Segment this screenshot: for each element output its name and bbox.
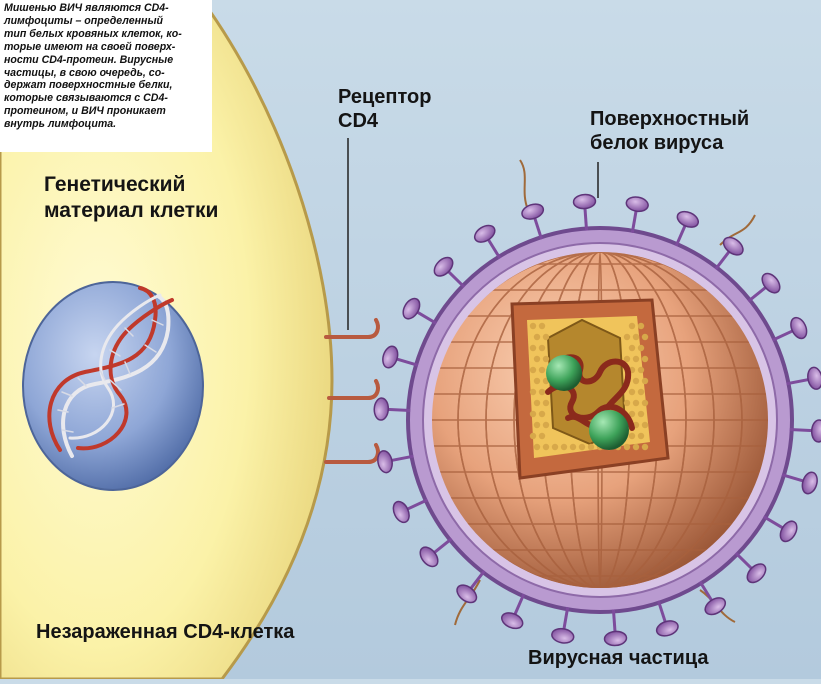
surface-protein-spike (786, 366, 821, 390)
surface-protein-spike (781, 471, 818, 495)
surface-protein-spike (419, 537, 453, 568)
surface-protein-spike (747, 272, 781, 303)
surface-protein-spike (456, 569, 486, 604)
cd4-receptor-1 (324, 318, 380, 339)
surface-protein-label: Поверхностный белок вируса (590, 108, 750, 155)
green-enzyme-sphere-1 (546, 355, 582, 391)
green-enzyme-sphere-2 (589, 410, 629, 450)
virus-particle-label: Вирусная частица (528, 647, 709, 669)
surface-protein-spike (789, 419, 821, 443)
surface-protein-spike (392, 498, 429, 524)
surface-protein-spike (655, 600, 679, 637)
surface-protein-spike (603, 609, 628, 647)
genetic-material-label: Генетический материал клетки (44, 173, 219, 222)
surface-protein-spike (762, 515, 798, 543)
surface-protein-spike (500, 593, 526, 630)
cd4-receptor-2 (327, 379, 380, 400)
surface-protein-spikes (373, 193, 821, 647)
cd4-receptors (324, 318, 380, 464)
info-text: Мишенью ВИЧ являются CD4- лимфоциты – оп… (4, 2, 182, 131)
surface-protein-spike (473, 224, 502, 260)
cd4-receptor-3 (324, 443, 380, 464)
surface-protein-spike (382, 345, 419, 369)
surface-protein-spike (714, 236, 744, 271)
surface-protein-spike (433, 256, 466, 289)
surface-protein-spike (698, 580, 727, 616)
surface-protein-spike (402, 297, 438, 325)
dna-helix-icon (47, 286, 174, 458)
surface-protein-spike (551, 606, 575, 644)
surface-protein-spike (521, 203, 545, 240)
capsid-core-dots (529, 322, 649, 451)
uninfected-cell-label: Незараженная CD4-клетка (36, 621, 295, 643)
surface-protein-spike (674, 210, 700, 247)
surface-protein-spike (771, 316, 808, 342)
cd4-receptor-label: Рецептор CD4 (338, 86, 432, 133)
surface-protein-spike (377, 450, 414, 474)
surface-protein-spike (572, 193, 597, 231)
surface-protein-spike (373, 397, 411, 421)
surface-protein-spike (625, 196, 649, 234)
surface-protein-spike (734, 551, 767, 584)
info-box: Мишенью ВИЧ являются CD4- лимфоциты – оп… (0, 0, 212, 152)
